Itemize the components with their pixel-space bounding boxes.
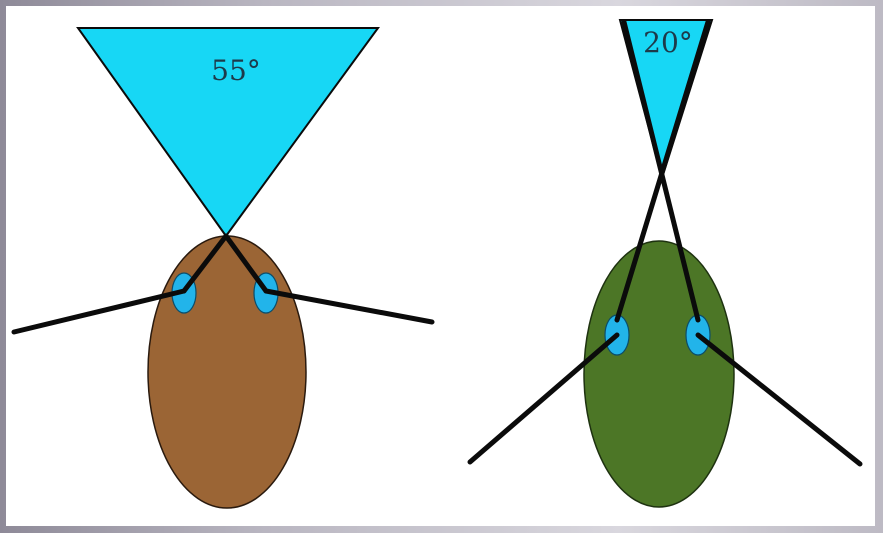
left-fov-angle-label: 55° — [211, 54, 261, 87]
left-head-group: 55° — [14, 28, 432, 508]
right-head-group: 20° — [470, 20, 860, 507]
right-fov-angle-label: 20° — [643, 26, 693, 59]
left-head — [148, 236, 306, 508]
right-head — [584, 241, 734, 507]
